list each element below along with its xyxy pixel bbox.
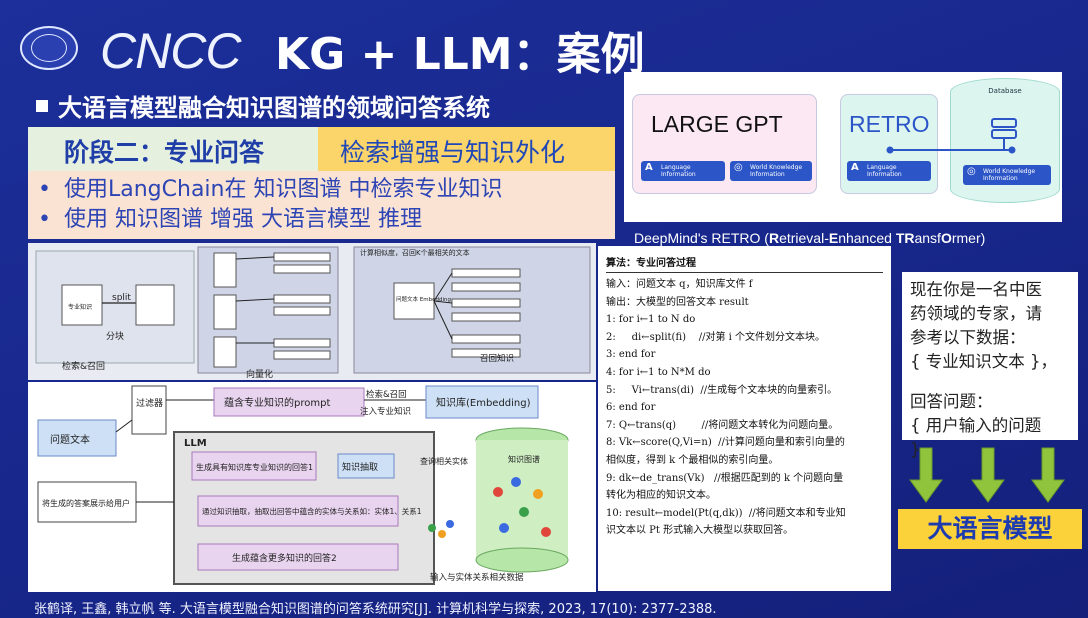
- algorithm-line: 2: di←split(fi) //对第 i 个文件划分文本块。: [606, 331, 826, 343]
- stage-method: 检索增强与知识外化: [318, 127, 615, 171]
- inject-knowledge-label: 注入专业知识: [360, 406, 411, 417]
- bullet-text: 使用 知识图谱 增强 大语言模型 推理: [64, 207, 422, 232]
- university-seal-icon: [20, 26, 78, 70]
- bullet-item: • 使用 知识图谱 增强 大语言模型 推理: [38, 205, 615, 235]
- world-knowledge-pill: ◎World Knowledge Information: [730, 161, 812, 181]
- knowledge-extract-label: 知识抽取: [342, 461, 378, 473]
- extract-desc-label: 通过知识抽取，抽取出回答中蕴含的实体与关系如：实体1、关系1: [202, 506, 422, 516]
- algorithm-line: 输出：大模型的回答文本 result: [606, 296, 749, 308]
- retrieval-pipeline-diagram: 专业知识 split 分块 向量化 计算相似度，召回K个最相关的文本 问题文本 …: [28, 243, 596, 380]
- cncc-logo: CNCC: [100, 23, 241, 79]
- algorithm-line: 5: Vi←trans(di) //生成每个文本块的向量索引。: [606, 384, 838, 396]
- algorithm-line: 相似度，得到 k 个最相似的索引向量。: [606, 454, 779, 466]
- prompt-line: 现在你是一名中医: [910, 280, 1042, 299]
- vectorize-label: 向量化: [246, 368, 273, 380]
- algorithm-header: 算法：专业问答过程: [606, 250, 883, 273]
- llm-label: LLM: [184, 438, 207, 449]
- llm-badge: 大语言模型: [898, 509, 1082, 549]
- globe-icon: ◎: [734, 162, 743, 173]
- query-entity-label: 查询相关实体: [420, 456, 468, 466]
- kg-llm-flow-diagram: 问题文本 过滤器 蕴含专业知识的prompt 检索&召回 注入专业知识 知识库(…: [28, 382, 596, 592]
- bullet-item: • 使用LangChain在 知识图谱 中检索专业知识: [38, 175, 615, 205]
- answer1-label: 生成具有知识库专业知识的回答1: [196, 462, 313, 472]
- subtitle-text: 大语言模型融合知识图谱的领域问答系统: [58, 94, 490, 122]
- algorithm-line: 6: end for: [606, 402, 656, 414]
- slide-subtitle: 大语言模型融合知识图谱的领域问答系统: [36, 88, 490, 123]
- slide-title: KG + LLM：案例: [275, 29, 645, 80]
- algorithm-line: 4: for i←1 to N*M do: [606, 366, 711, 378]
- recall-label: 召回知识: [480, 353, 514, 364]
- question-embedding-label: 问题文本 Embedding: [396, 295, 451, 303]
- prompt-label: 蕴含专业知识的prompt: [224, 396, 330, 409]
- algorithm-line: 10: result←model(Pt(q,dk)) //将问题文本和专业知: [606, 507, 846, 519]
- retro-title: RETRO: [849, 111, 930, 137]
- answer2-label: 生成蕴含更多知识的回答2: [232, 552, 337, 564]
- algorithm-box: 算法：专业问答过程 输入：问题文本 q，知识库文件 f 输出：大模型的回答文本 …: [598, 246, 891, 591]
- prompt-line: 回答问题：: [910, 392, 993, 411]
- input-data-label: 输入与实体关系相关数据: [430, 572, 524, 583]
- down-arrows: [909, 447, 1065, 503]
- algorithm-line: 8: Vk←score(Q,Vi=n) //计算问题向量和索引向量的: [606, 437, 845, 449]
- algorithm-line: 3: end for: [606, 349, 656, 361]
- database-label: Database: [988, 87, 1022, 95]
- knowledge-graph-label: 知识图谱: [508, 454, 540, 464]
- bullet-dot-icon: •: [38, 177, 51, 202]
- algorithm-line: 1: for i←1 to N do: [606, 314, 696, 326]
- prompt-line: 参考以下数据：: [910, 328, 1026, 347]
- stage-banner: 阶段二：专业问答 检索增强与知识外化: [28, 127, 615, 171]
- prompt-line: [910, 374, 1070, 390]
- square-bullet-icon: [36, 99, 48, 112]
- chunk-label: 分块: [106, 330, 124, 342]
- world-knowledge-pill: ◎World Knowledge Information: [963, 165, 1051, 185]
- knowledge-base-label: 知识库(Embedding): [436, 396, 531, 409]
- question-text-label: 问题文本: [50, 433, 90, 446]
- pipeline-svg: 专业知识 split 分块 向量化 计算相似度，召回K个最相关的文本 问题文本 …: [35, 246, 591, 380]
- algorithm-line: 识文本以 Pt 形式输入大模型以获取回答。: [606, 525, 794, 537]
- bullet-dot-icon: •: [38, 207, 51, 232]
- large-gpt-title: LARGE GPT: [651, 111, 783, 137]
- display-answer-label: 将生成的答案展示给用户: [42, 498, 130, 508]
- down-arrow-icon: [909, 447, 1065, 503]
- retro-connector: [886, 146, 1016, 154]
- similarity-label: 计算相似度，召回K个最相关的文本: [360, 248, 470, 257]
- bullet-list: • 使用LangChain在 知识图谱 中检索专业知识 • 使用 知识图谱 增强 大…: [28, 171, 615, 239]
- flow-svg: 问题文本 过滤器 蕴含专业知识的prompt 检索&召回 注入专业知识 知识库(…: [37, 385, 569, 585]
- filter-label: 过滤器: [136, 397, 163, 409]
- algorithm-line: 转化为相应的知识文本。: [606, 490, 716, 502]
- database-cylinder: Database ◎World Knowledge Information: [950, 78, 1060, 203]
- retro-caption: DeepMind's RETRO (Retrieval-Enhanced TRa…: [634, 230, 986, 246]
- prompt-template-box: 现在你是一名中医 药领域的专家，请 参考以下数据： { 专业知识文本 }， 回答…: [902, 272, 1078, 459]
- algorithm-line: 输入：问题文本 q，知识库文件 f: [606, 279, 753, 290]
- prompt-line: { 专业知识文本 }，: [910, 352, 1057, 371]
- domain-knowledge-label: 专业知识: [68, 303, 92, 311]
- retrieve-label: 检索&召回: [62, 360, 105, 372]
- citation: 张鹤译, 王鑫, 韩立帆 等. 大语言模型融合知识图谱的问答系统研究[J]. 计…: [34, 602, 717, 617]
- letter-a-icon: A: [645, 162, 653, 173]
- retrieve-recall-label: 检索&召回: [366, 389, 407, 400]
- prompt-line: 药领域的专家，请: [910, 304, 1042, 323]
- stage-title: 阶段二：专业问答: [64, 138, 265, 167]
- database-icon: [991, 118, 1017, 149]
- letter-a-icon: A: [851, 162, 859, 173]
- globe-icon: ◎: [967, 166, 976, 177]
- bullet-text: 使用LangChain在 知识图谱 中检索专业知识: [64, 177, 503, 202]
- algorithm-line: 7: Q←trans(q) //将问题文本转化为问题向量。: [606, 419, 839, 431]
- algorithm-line: 9: dk←de_trans(Vk) //根据匹配到的 k 个问题向量: [606, 472, 844, 484]
- split-label: split: [112, 293, 131, 303]
